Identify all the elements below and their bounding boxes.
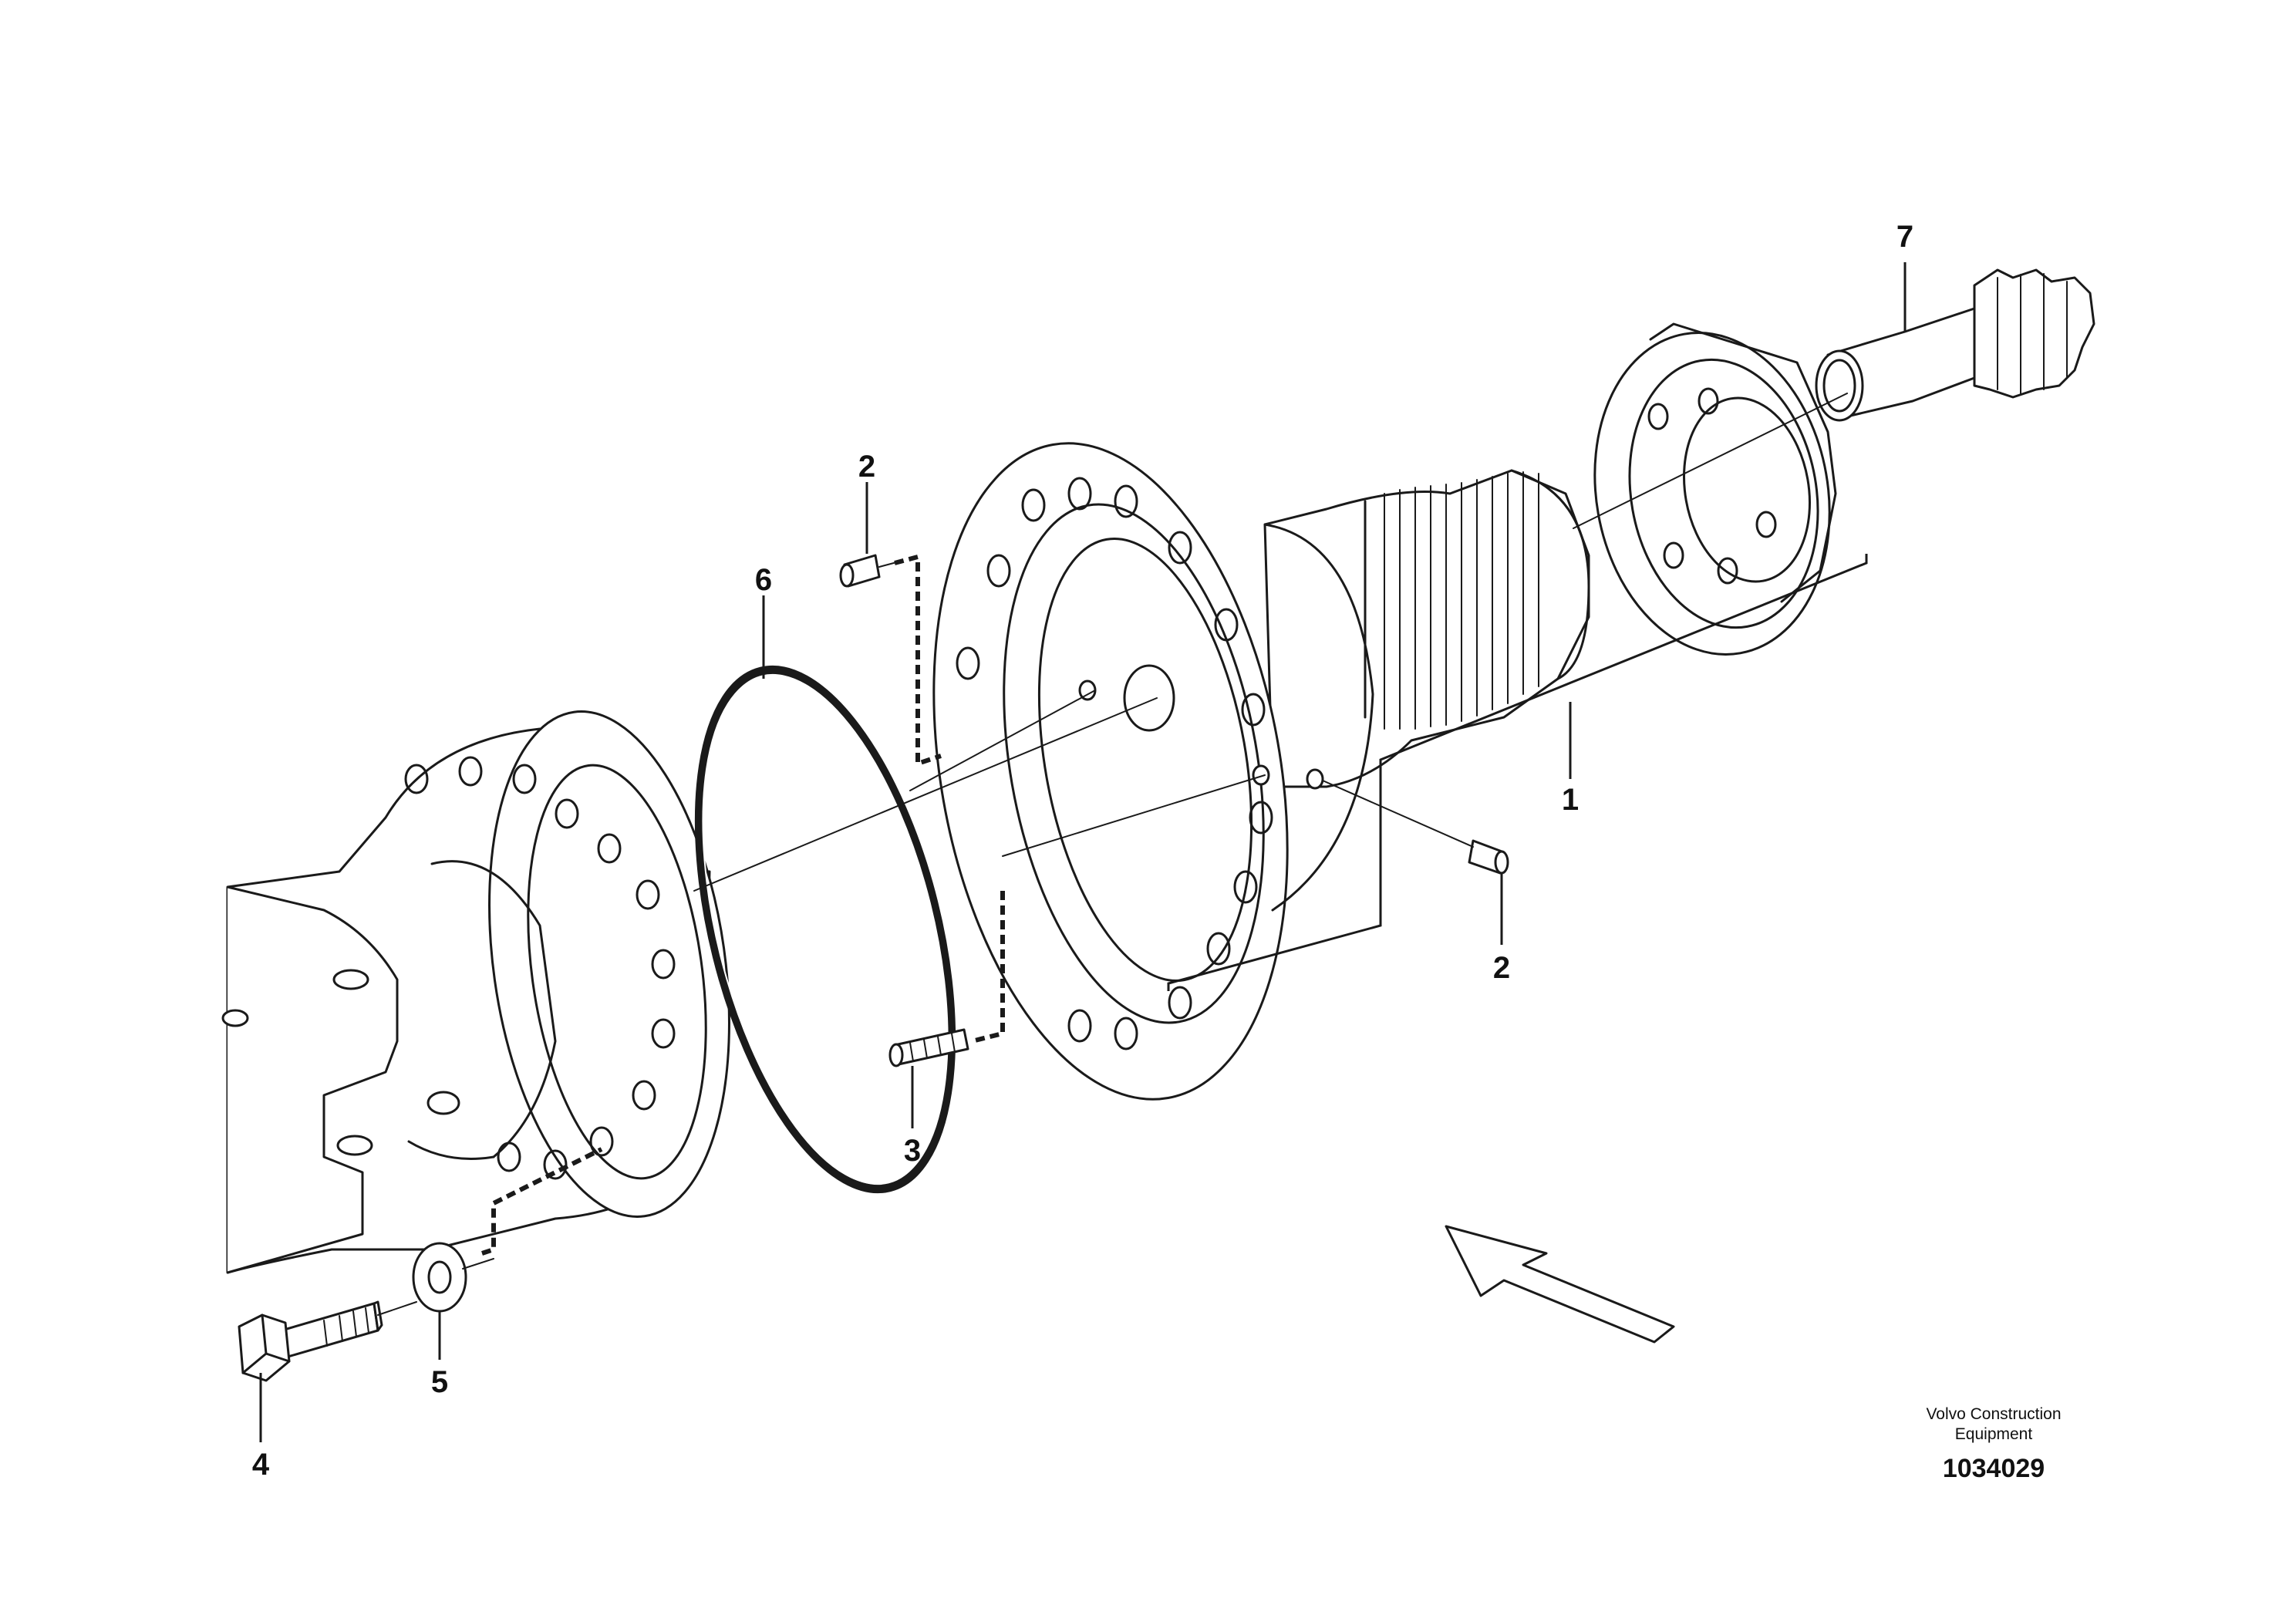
- washer: [412, 1242, 467, 1313]
- dowel-pin-upper: [839, 554, 881, 588]
- callout-1: 1: [1562, 783, 1579, 817]
- drawing-number: 1034029: [1943, 1454, 2045, 1483]
- callout-3: 3: [904, 1134, 921, 1168]
- callout-4: 4: [252, 1448, 270, 1482]
- subassembly-bracket: [1167, 554, 1868, 991]
- leader-lines: [259, 262, 1907, 1442]
- planet-carrier: [1593, 322, 1837, 656]
- callout-2-upper: 2: [858, 450, 875, 484]
- hub-spline-teeth: [1384, 471, 1539, 730]
- assembly-axis-lines: [377, 393, 1848, 1316]
- callout-6: 6: [755, 563, 772, 597]
- wheel-hub: [932, 442, 1590, 1101]
- brand-line-2: Equipment: [1955, 1425, 2033, 1443]
- callout-7: 7: [1896, 220, 1913, 254]
- axle-housing: [221, 710, 730, 1274]
- callout-labels: 1 2 2 3 4 5 6 7: [252, 220, 1913, 1482]
- hub-bolt-holes: [956, 477, 1273, 1050]
- dashed-assembly-paths: [481, 554, 1005, 1256]
- callout-2-lower: 2: [1493, 951, 1510, 985]
- o-ring: [694, 665, 956, 1194]
- brand-line-1: Volvo Construction: [1926, 1405, 2061, 1423]
- grease-nipple: [888, 1028, 969, 1067]
- branding-block: Volvo Construction Equipment 1034029: [1926, 1405, 2061, 1483]
- callout-5: 5: [431, 1365, 448, 1399]
- hex-bolt: [238, 1300, 383, 1382]
- dowel-pin-lower: [1468, 839, 1509, 875]
- housing-bolt-holes: [404, 756, 676, 1180]
- direction-arrow-icon: [1445, 1225, 1675, 1344]
- sun-gear-shaft: [1815, 268, 2095, 422]
